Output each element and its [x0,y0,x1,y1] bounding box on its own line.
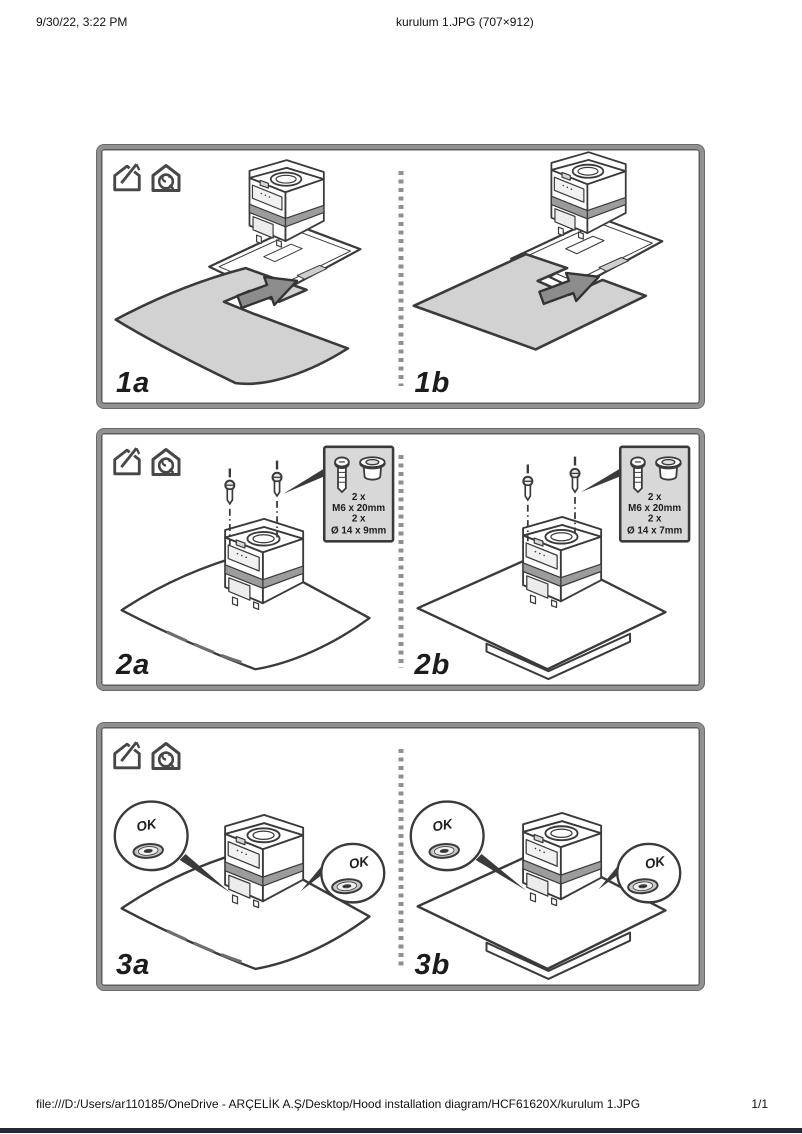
callout-qty: 2 x [352,514,366,525]
callout-leader-line [580,468,621,493]
ok-label: OK [135,816,158,835]
footer-page-indicator: 1/1 [751,1097,768,1111]
step-label-1b: 1b [414,367,451,399]
illustration-step-2a: 2 x M6 x 20mm 2 x Ø 14 x 9mm [120,445,395,671]
figure-panel-1: 1a 1b [97,145,704,408]
illustration-step-1b [412,151,664,351]
callout-leader-line [282,468,325,495]
ok-label: OK [348,853,371,872]
step-label-2a: 2a [116,649,151,681]
callout-size: M6 x 20mm [332,503,385,514]
ok-balloon [320,842,386,904]
recirculation-house-icon [151,742,181,770]
figure-panel-2: 2 x M6 x 20mm 2 x Ø 14 x 9mm 2 x M6 x 20… [97,429,704,690]
glass-edge-detail [166,929,243,964]
step-label-3a: 3a [116,949,151,981]
recirculation-house-icon [151,448,181,476]
ok-label: OK [431,816,454,835]
step-label-2b: 2b [414,649,451,681]
glass-front-lip [485,632,632,681]
mode-icons [110,445,184,478]
illustration-step-1a [114,159,362,386]
mode-icons [110,161,184,194]
illustration-step-3b: OK OK [409,800,682,980]
figure-panel-3: OK OK OK OK 3a 3b [97,723,704,990]
ducted-extraction-house-icon [110,445,144,478]
ok-balloon [409,800,485,872]
ok-label: OK [644,853,667,872]
mode-icons [110,739,184,772]
callout-qty: 2 x [648,492,662,503]
flat-glass-panel [416,549,667,671]
callout-qty: 2 x [352,492,366,503]
illustration-step-2b: 2 x M6 x 20mm 2 x Ø 14 x 7mm [416,445,691,681]
flat-glass-panel [416,846,667,971]
callout-size: Ø 14 x 7mm [627,525,682,536]
bottom-bar [0,1128,802,1133]
ok-balloon [113,800,189,872]
step-label-1a: 1a [116,367,151,399]
ducted-extraction-house-icon [110,161,144,194]
callout-qty: 2 x [648,514,662,525]
panel-divider [398,455,403,668]
callout-size: M6 x 20mm [628,503,681,514]
glass-edge-detail [166,630,243,664]
callout-size: Ø 14 x 9mm [331,525,386,536]
recirculation-house-icon [151,164,181,192]
panel-divider [398,171,403,386]
panel-divider [398,749,403,968]
balloon-leader-line [475,853,526,891]
header-timestamp: 9/30/22, 3:22 PM [36,15,128,29]
footer-file-url: file:///D:/Users/ar110185/OneDrive - ARÇ… [36,1097,641,1111]
illustration-step-3a: OK OK [113,800,386,971]
ducted-extraction-house-icon [110,739,144,772]
curved-glass-panel [114,266,350,386]
ok-balloon [616,842,682,904]
balloon-leader-line [179,853,230,893]
glass-front-lip [485,931,632,980]
step-label-3b: 3b [414,949,451,981]
document-title: kurulum 1.JPG (707×912) [396,15,534,29]
